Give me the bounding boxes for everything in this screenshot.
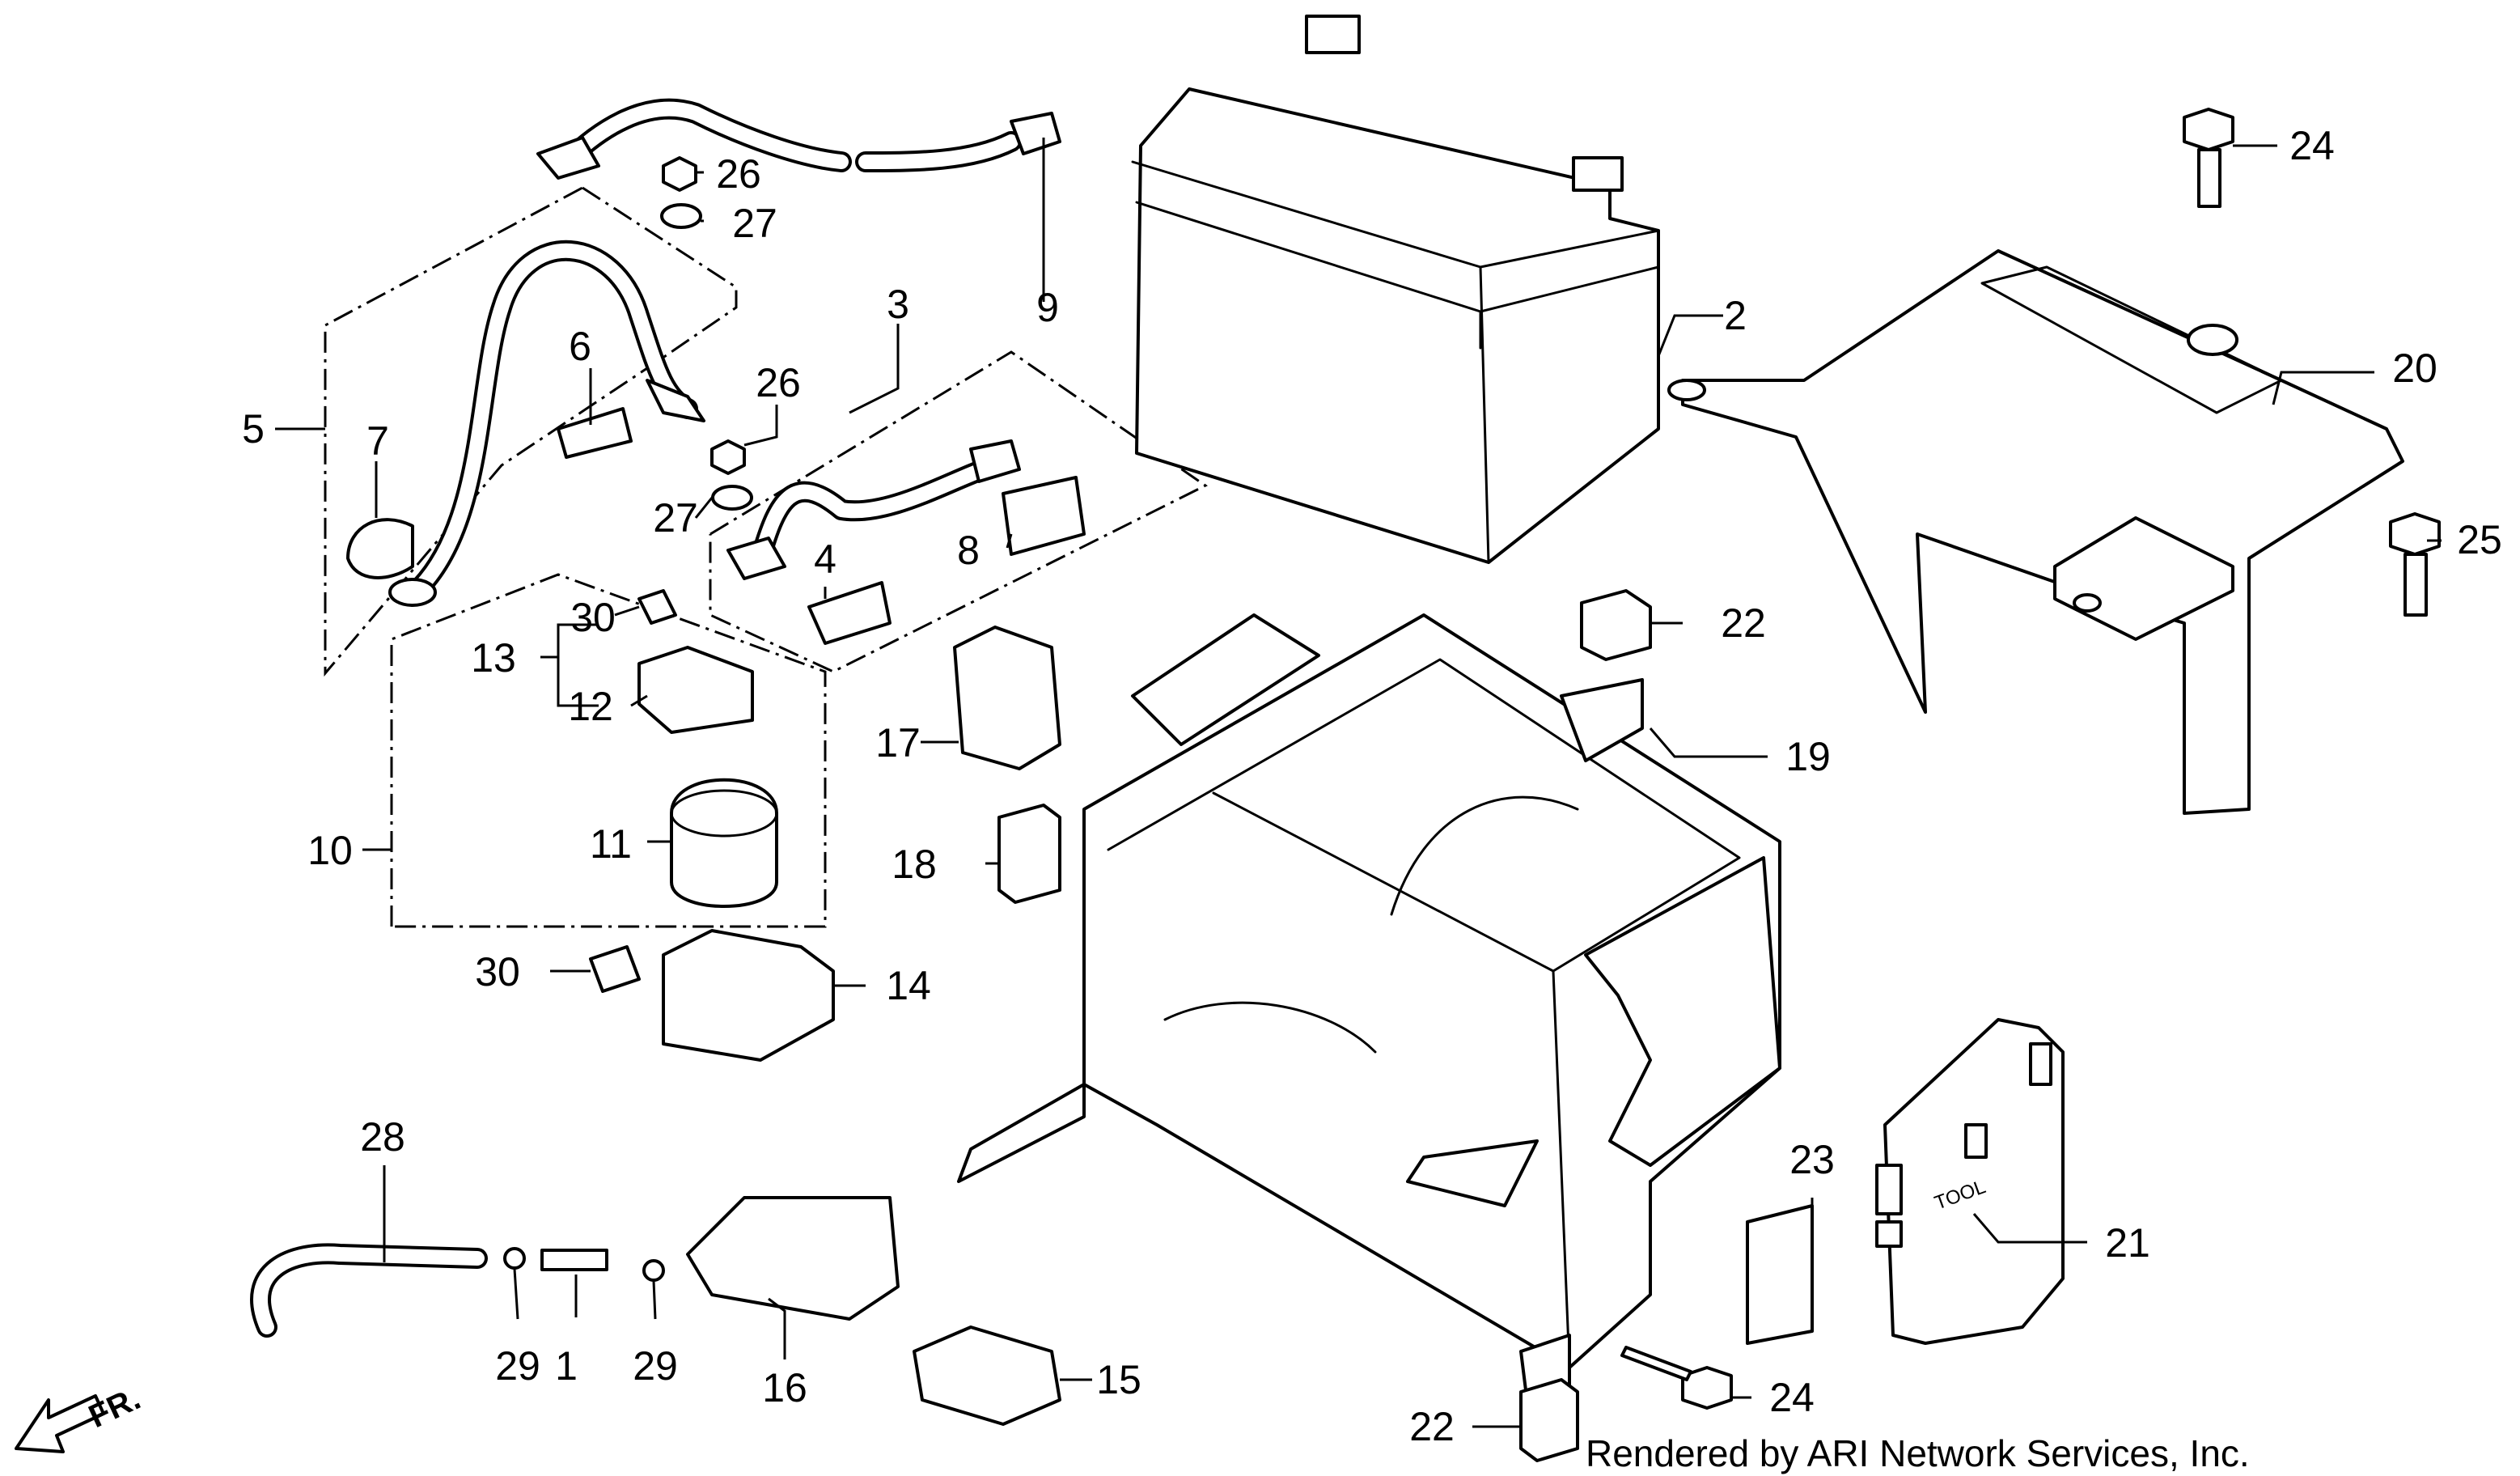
callout-22-top: 22 [1721,600,1766,646]
callout-16: 16 [762,1365,807,1410]
clip-22-top [1580,589,1652,661]
callout-19: 19 [1785,734,1831,779]
label-sticker [1746,1204,1814,1345]
callout-30-top: 30 [570,595,616,640]
starter-relay-switch-12 [637,646,754,734]
callout-23: 23 [1789,1137,1835,1182]
callout-10: 10 [307,828,353,873]
callout-11: 11 [590,821,632,867]
callout-14: 14 [886,963,931,1008]
terminal-cover-6 [557,407,633,459]
callout-26-top: 26 [716,151,761,197]
joint-1 [540,1249,608,1271]
group-5-outline [324,186,738,677]
battery-holder-plate [1667,249,2404,815]
group-3-outline [709,350,1208,673]
starter-cable-3 [726,439,1021,580]
terminal-cover-8 [1002,476,1086,556]
nut-26-mid [710,439,746,475]
terminal-boot-7 [346,518,414,579]
callout-27-top: 27 [732,201,777,246]
relay-switch-11 [670,778,778,908]
clip-29-left [503,1247,526,1270]
callout-29-right: 29 [633,1343,678,1389]
tool-cover: TOOL [1875,1018,2065,1345]
credit-text: Rendered by ARI Network Services, Inc. [1586,1432,2250,1474]
vent-hose-28 [250,1243,488,1338]
front-direction-arrow: FR. [15,1381,146,1453]
unit-17 [953,626,1061,770]
front-label: FR. [83,1381,146,1435]
callout-6: 6 [569,324,591,369]
leader-lines [275,138,2442,1428]
callout-4: 4 [814,537,836,582]
washer-27-mid [711,485,753,511]
callout-1: 1 [555,1343,578,1389]
callout-12: 12 [568,684,613,729]
washer-27-top [660,203,702,229]
battery-cable-9 [536,98,1061,180]
callout-3: 3 [887,282,909,327]
callout-30-bottom: 30 [475,949,520,995]
callout-9: 9 [1036,285,1059,330]
group-10-outline [390,573,827,928]
clip-22-bottom [1519,1378,1579,1462]
callout-5: 5 [242,406,265,452]
callout-27-mid: 27 [653,495,698,541]
callout-24-top: 24 [2289,123,2335,168]
part-15 [913,1325,1061,1426]
connector-18 [997,804,1061,904]
callout-29-left: 29 [495,1343,540,1389]
callout-25: 25 [2457,517,2502,562]
bolt-24-top [2183,108,2234,208]
callout-labels: 1 2 3 4 5 6 7 8 9 10 11 12 13 14 15 16 1… [242,123,2502,1449]
callout-8: 8 [957,528,980,573]
fuse-30-bottom [589,945,641,993]
fuse-30-top [637,589,677,625]
callout-7: 7 [366,418,389,464]
clip-29-right [642,1259,665,1282]
nut-26-top [662,156,697,192]
callout-13: 13 [471,635,516,681]
callout-20: 20 [2392,346,2437,391]
relay-cover-14 [662,929,835,1062]
callout-17: 17 [875,720,921,766]
battery-cable-5 [388,240,705,607]
callout-28: 28 [360,1114,405,1160]
battery [1131,15,1660,564]
callout-2: 2 [1724,293,1747,338]
callout-15: 15 [1096,1357,1141,1402]
callout-18: 18 [892,842,937,887]
bolt-25 [2389,512,2441,617]
callout-24-bottom: 24 [1769,1375,1815,1420]
bolt-24-bottom [1620,1346,1733,1410]
terminal-cover-4 [807,581,892,645]
holder-16 [686,1196,900,1321]
battery-case [957,613,1781,1418]
callout-21: 21 [2105,1220,2150,1266]
callout-22-bottom: 22 [1409,1404,1455,1449]
callout-26-mid: 26 [756,360,801,405]
